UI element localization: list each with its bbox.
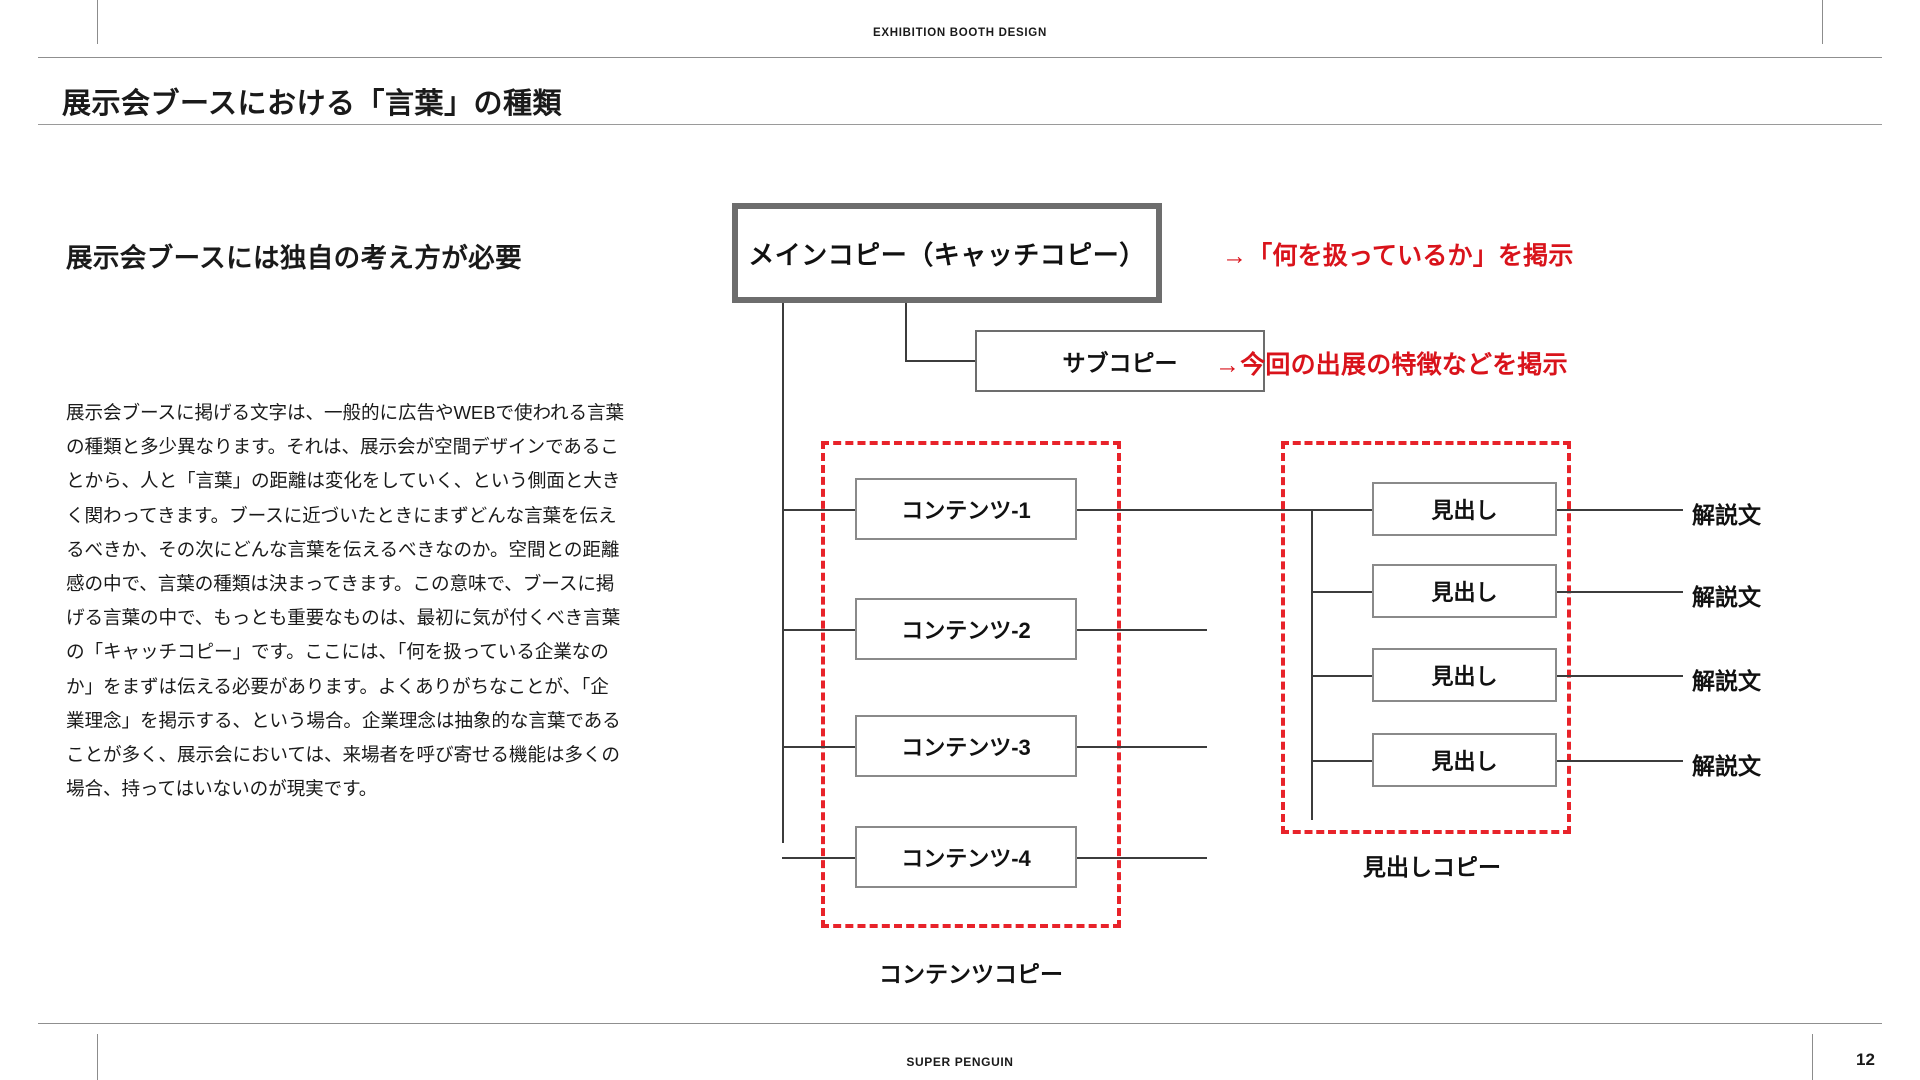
footer-tick-right [1812, 1034, 1813, 1080]
header-tick-left [97, 0, 98, 44]
footer-divider [38, 1023, 1882, 1024]
footer-page-number: 12 [1856, 1050, 1875, 1069]
node-heading-1[interactable]: 見出し [1372, 482, 1557, 536]
connector-heading-3-to-explain [1557, 675, 1683, 677]
connector-trunk-to-heading-1 [1311, 509, 1372, 511]
connector-trunk-to-heading-4 [1311, 760, 1372, 762]
page-title: 展示会ブースにおける「言葉」の種類 [62, 88, 563, 120]
node-content-4[interactable]: コンテンツ-4 [855, 826, 1077, 888]
node-heading-3[interactable]: 見出し [1372, 648, 1557, 702]
connector-content-4-out [1077, 857, 1207, 859]
node-sub-copy[interactable]: サブコピー [975, 330, 1265, 392]
caption-headings-group: 見出しコピー [1363, 854, 1501, 880]
lead-heading: 展示会ブースには独自の考え方が必要 [66, 243, 522, 273]
connector-trunk-to-heading-2 [1311, 591, 1372, 593]
contents-group-outline [821, 441, 1121, 928]
node-main-copy[interactable]: メインコピー（キャッチコピー） [732, 203, 1162, 303]
footer-tick-left [97, 1034, 98, 1080]
node-heading-4[interactable]: 見出し [1372, 733, 1557, 787]
connector-trunk-to-content-1 [782, 509, 855, 511]
connector-trunk-to-heading-3 [1311, 675, 1372, 677]
title-divider [38, 124, 1882, 125]
connector-content-3-out [1077, 746, 1207, 748]
node-heading-2[interactable]: 見出し [1372, 564, 1557, 618]
connector-heading-1-to-explain [1557, 509, 1683, 511]
header-label: EXHIBITION BOOTH DESIGN [873, 27, 1047, 39]
body-copy: 展示会ブースに掲げる文字は、一般的に広告やWEBで使われる言葉の種類と多少異なり… [66, 396, 626, 806]
annotation-sub-copy: →今回の出展の特徴などを掲示 [1215, 351, 1568, 379]
connector-main-to-sub-vertical [905, 303, 907, 361]
explain-text-2: 解説文 [1692, 584, 1761, 610]
connector-main-to-sub-horizontal [905, 360, 975, 362]
connector-content-1-out [1077, 509, 1367, 511]
connector-heading-4-to-explain [1557, 760, 1683, 762]
explain-text-4: 解説文 [1692, 753, 1761, 779]
caption-contents-group: コンテンツコピー [879, 961, 1063, 987]
connector-heading-trunk [1311, 509, 1313, 820]
connector-heading-2-to-explain [1557, 591, 1683, 593]
explain-text-1: 解説文 [1692, 502, 1761, 528]
annotation-main-copy: →「何を扱っているか」を掲示 [1222, 242, 1574, 270]
footer-brand: SUPER PENGUIN [906, 1055, 1014, 1069]
node-content-1[interactable]: コンテンツ-1 [855, 478, 1077, 540]
header-tick-right [1822, 0, 1823, 44]
explain-text-3: 解説文 [1692, 668, 1761, 694]
connector-content-2-out [1077, 629, 1207, 631]
connector-trunk-to-content-3 [782, 746, 855, 748]
body-copy-paragraph: 展示会ブースに掲げる文字は、一般的に広告やWEBで使われる言葉の種類と多少異なり… [66, 402, 625, 800]
connector-trunk-to-content-2 [782, 629, 855, 631]
connector-trunk-to-content-4 [782, 857, 855, 859]
node-content-2[interactable]: コンテンツ-2 [855, 598, 1077, 660]
headings-group-outline [1281, 441, 1571, 834]
node-content-3[interactable]: コンテンツ-3 [855, 715, 1077, 777]
header-divider [38, 57, 1882, 58]
connector-main-trunk [782, 303, 784, 843]
